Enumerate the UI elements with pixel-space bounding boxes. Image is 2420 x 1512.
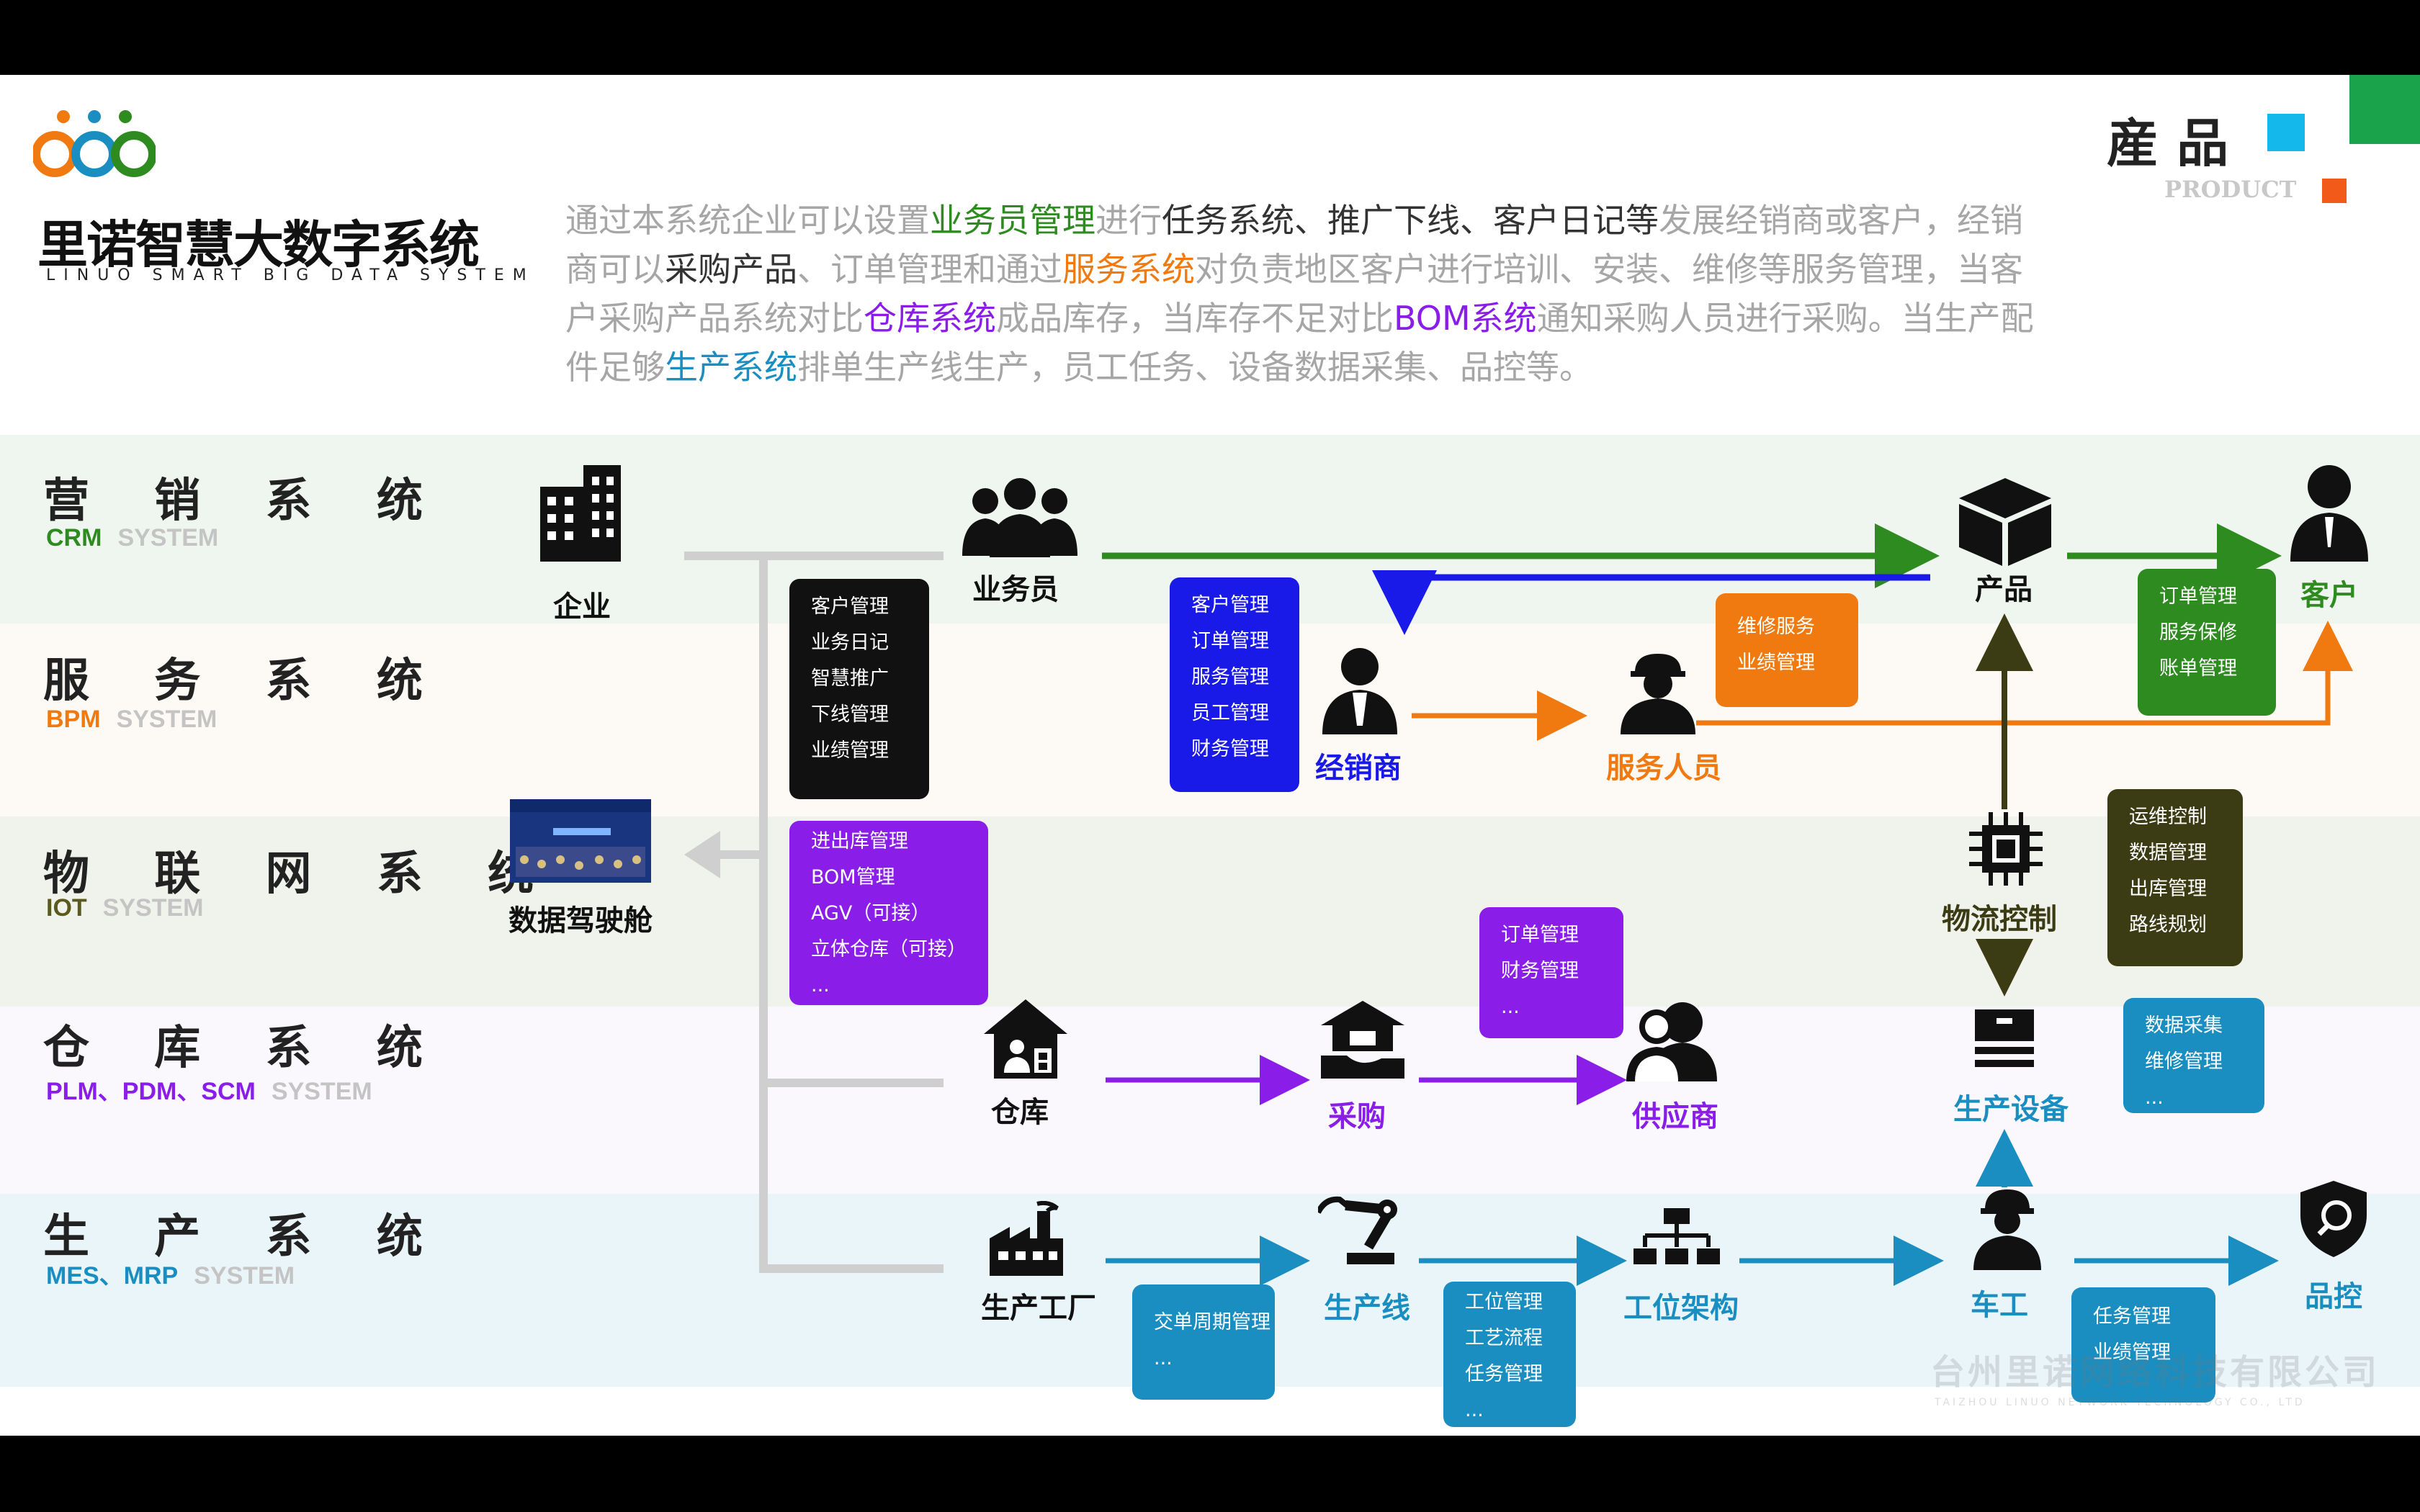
system-code-bpm: BPM — [46, 706, 101, 733]
watermark-company: 台州里诺网络科技有限公司 — [1930, 1352, 2380, 1392]
system-sub-bpm: BPM SYSTEM — [46, 706, 217, 734]
bubble-dealer: 客户管理订单管理 服务管理员工管理 财务管理 — [1170, 577, 1299, 792]
hierarchy-icon — [1634, 1208, 1720, 1264]
system-title-iot: 物 联 网 系 统 — [43, 847, 559, 901]
brand-subtitle: LINUO SMART BIG DATA SYSTEM — [46, 266, 535, 284]
package-icon — [1959, 478, 2051, 566]
brand-logo — [33, 110, 156, 177]
warehouse-icon — [984, 999, 1067, 1079]
dealer-icon — [1322, 648, 1397, 734]
supplier-icon — [1626, 1002, 1717, 1081]
team-icon — [962, 478, 1077, 557]
description: 通过本系统企业可以设置业务员管理进行任务系统、推广下线、客户日记等发展经销商或客… — [565, 196, 2049, 392]
system-sub-crm: CRM SYSTEM — [46, 524, 218, 552]
node-supplier: 供应商 — [1632, 1100, 1718, 1133]
description-segment: 对负责地区客户进行培训、安装、维修等服务管理，当客户采购产品系统对比 — [565, 250, 2023, 338]
description-segment: 进行 — [1095, 201, 1162, 240]
description-segment: 任务系统、推广下线、客户日记等 — [1162, 201, 1659, 240]
node-service-staff: 服务人员 — [1606, 752, 1721, 785]
badge-square-cyan — [2267, 114, 2305, 151]
node-warehouse: 仓库 — [991, 1096, 1049, 1129]
badge-corner-green — [2349, 75, 2420, 144]
shield-search-icon — [2300, 1181, 2367, 1257]
robot-arm-icon — [1318, 1196, 1397, 1264]
purchase-icon — [1321, 1001, 1404, 1079]
system-suffix-bpm: SYSTEM — [116, 706, 218, 733]
chip-icon — [1969, 812, 2043, 886]
dashboard-thumbnail — [510, 799, 651, 883]
bubble-salesman: 客户管理业务日记 智慧推广下线管理 业绩管理 — [789, 579, 929, 799]
bubble-logistics: 运维控制数据管理 出库管理路线规划 — [2107, 789, 2243, 966]
node-dealer: 经销商 — [1315, 752, 1402, 785]
system-title-crm: 营 销 系 统 — [43, 474, 447, 528]
badge-subtitle: PRODUCT — [2164, 176, 2297, 203]
bubble-line: 工位管理工艺流程 任务管理... — [1443, 1282, 1576, 1427]
node-cockpit: 数据驾驶舱 — [508, 904, 653, 937]
bubble-equipment: 数据采集维修管理 ... — [2123, 998, 2264, 1113]
description-segment: 发展经销商或客户，经销商可以 — [565, 201, 2023, 289]
node-worker: 车工 — [1971, 1289, 2028, 1322]
node-customer: 客户 — [2300, 579, 2358, 612]
badge-title: 産 品 — [2107, 112, 2229, 174]
system-title-mes: 生 产 系 统 — [43, 1210, 447, 1264]
node-equipment: 生产设备 — [1953, 1093, 2069, 1126]
node-factory: 生产工厂 — [981, 1292, 1096, 1325]
bubble-factory: 交单周期管理... — [1132, 1284, 1275, 1400]
description-segment: 、订单管理和通过 — [797, 250, 1062, 289]
building-icon — [540, 465, 621, 562]
system-suffix-crm: SYSTEM — [117, 524, 219, 552]
equipment-icon — [1975, 1009, 2034, 1067]
system-sub-iot: IOT SYSTEM — [46, 894, 203, 922]
brand-title: 里诺智慧大数字系统 — [37, 215, 480, 274]
description-segment: 服务系统 — [1062, 250, 1195, 289]
system-title-bpm: 服 务 系 统 — [43, 654, 447, 708]
operator-icon — [1973, 1189, 2041, 1270]
node-product: 产品 — [1975, 573, 2033, 606]
node-production-line: 生产线 — [1324, 1292, 1410, 1325]
system-code-iot: IOT — [46, 894, 87, 922]
description-segment: 生产系统 — [665, 348, 797, 387]
flow-connectors — [684, 523, 2353, 1286]
system-suffix-plm: SYSTEM — [271, 1078, 372, 1105]
bubble-customer: 订单管理服务保修 账单管理 — [2138, 569, 2276, 716]
system-suffix-iot: SYSTEM — [102, 894, 204, 922]
watermark-company-en: TAIZHOU LINUO NETWORK TECHNOLOGY CO., LT… — [1935, 1397, 2305, 1408]
slide: 里诺智慧大数字系统 LINUO SMART BIG DATA SYSTEM 通过… — [0, 75, 2420, 1436]
bubble-service: 维修服务业绩管理 — [1716, 593, 1858, 707]
description-segment: 成品库存，当库存不足对比 — [996, 299, 1394, 338]
node-enterprise: 企业 — [553, 590, 611, 624]
bubble-supplier: 订单管理财务管理 ... — [1479, 907, 1623, 1038]
system-sub-mes: MES、MRP SYSTEM — [46, 1256, 295, 1291]
system-title-plm: 仓 库 系 统 — [43, 1021, 447, 1075]
person-suit-icon — [2290, 465, 2368, 562]
description-segment: BOM系统 — [1394, 299, 1537, 338]
description-segment: 通过本系统企业可以设置 — [565, 201, 930, 240]
description-segment: 采购产品 — [665, 250, 797, 289]
system-suffix-mes: SYSTEM — [194, 1262, 295, 1290]
description-segment: 排单生产线生产，员工任务、设备数据采集、品控等。 — [797, 348, 1592, 387]
node-qc: 品控 — [2305, 1280, 2362, 1313]
description-segment: 仓库系统 — [864, 299, 996, 338]
system-code-crm: CRM — [46, 524, 102, 552]
node-salesman: 业务员 — [972, 573, 1059, 606]
system-code-mes: MES、MRP — [46, 1262, 179, 1290]
node-purchase: 采购 — [1328, 1100, 1386, 1133]
node-workstation: 工位架构 — [1623, 1292, 1739, 1325]
system-sub-plm: PLM、PDM、SCM SYSTEM — [46, 1071, 372, 1107]
badge-square-orange — [2322, 179, 2347, 203]
factory-icon — [990, 1201, 1063, 1276]
worker-icon — [1621, 654, 1695, 734]
description-segment: 业务员管理 — [930, 201, 1095, 240]
system-code-plm: PLM、PDM、SCM — [46, 1078, 256, 1105]
description-segment: 通知采购人员进行采购。当生产配件足够 — [565, 299, 2034, 387]
bubble-worker: 任务管理业绩管理 — [2071, 1287, 2215, 1403]
node-logistics: 物流控制 — [1942, 903, 2057, 936]
